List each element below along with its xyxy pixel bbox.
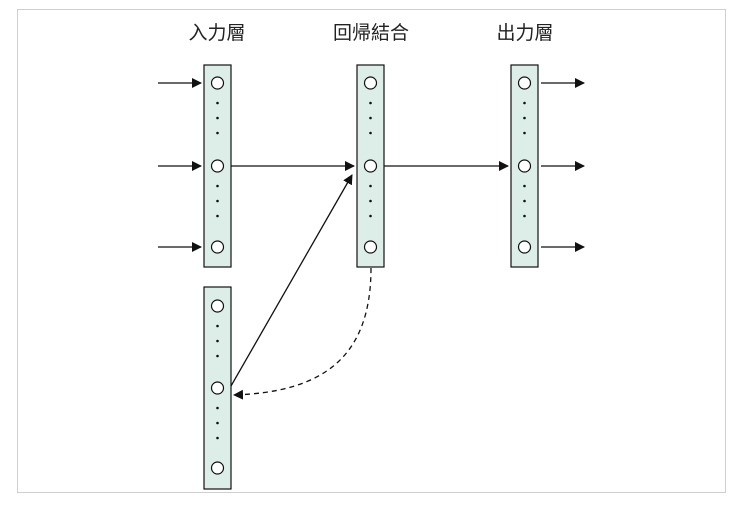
input-node-2	[210, 159, 225, 173]
output-node-3	[517, 240, 532, 254]
context-node-1	[210, 299, 225, 313]
context-ellipsis	[216, 324, 219, 440]
input-ellipsis	[216, 101, 219, 218]
recurrent-label: 回帰結合	[332, 22, 410, 44]
hidden-node-3	[363, 240, 378, 254]
hidden-layer	[356, 64, 385, 268]
input-arrows	[158, 78, 202, 252]
output-layer	[510, 64, 539, 268]
hidden-node-1	[363, 76, 378, 90]
output-ellipsis	[523, 101, 526, 218]
input-node-1	[210, 76, 225, 90]
input-node-3	[210, 240, 225, 254]
context-to-hidden-arrow	[230, 174, 353, 387]
hidden-ellipsis	[369, 101, 372, 218]
input-layer	[203, 64, 232, 268]
output-node-2	[517, 159, 532, 173]
output-layer-label: 出力層	[496, 22, 554, 44]
output-arrows	[541, 78, 585, 252]
context-node-2	[210, 381, 225, 395]
output-node-1	[517, 76, 532, 90]
recurrent-copy-arrow	[233, 267, 372, 400]
context-layer	[203, 286, 232, 490]
hidden-node-2	[363, 159, 378, 173]
input-layer-label: 入力層	[188, 22, 246, 44]
context-node-3	[210, 461, 225, 475]
